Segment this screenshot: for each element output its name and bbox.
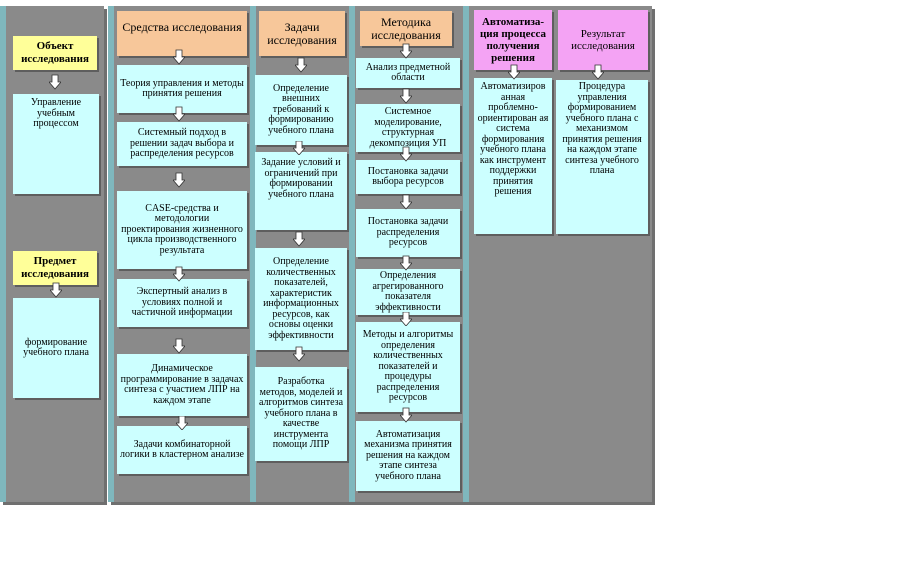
- tasks-item: Определение количественных показателей, …: [255, 248, 347, 350]
- object-header: Объект исследования: [13, 36, 97, 70]
- method-item: Анализ предметной области: [356, 58, 460, 88]
- tools-header: Средства исследования: [117, 11, 247, 56]
- method-item: Постановка задачи выбора ресурсов: [356, 160, 460, 194]
- result-box: Процедура управления формированием учебн…: [556, 80, 648, 234]
- tasks-header: Задачи исследования: [259, 11, 345, 56]
- subject-box: формирование учебного плана: [13, 298, 99, 398]
- automation-box: Автоматизиров анная проблемно-ориентиров…: [474, 78, 552, 234]
- tools-item: Динамическое программирование в задачах …: [117, 354, 247, 416]
- tasks-item: Определение внешних требований к формиро…: [255, 75, 347, 145]
- method-item: Системное моделирование, структурная дек…: [356, 104, 460, 152]
- method-header: Методика исследования: [360, 11, 452, 46]
- tools-item: Задачи комбинаторной логики в кластерном…: [117, 426, 247, 474]
- tools-item: CASE-средства и методологии проектирован…: [117, 191, 247, 269]
- subject-header: Предмет исследования: [13, 251, 97, 285]
- tools-item: Теория управления и методы принятия реше…: [117, 65, 247, 113]
- object-box: Управление учебным процессом: [13, 94, 99, 194]
- method-item: Методы и алгоритмы определения количеств…: [356, 322, 460, 412]
- method-item: Автоматизация механизма принятия решения…: [356, 421, 460, 491]
- tools-item: Экспертный анализ в условиях полной и ча…: [117, 279, 247, 327]
- method-item: Постановка задачи распределения ресурсов: [356, 209, 460, 257]
- tasks-item: Задание условий и ограничений при формир…: [255, 152, 347, 230]
- method-item: Определения агрегированного показателя э…: [356, 269, 460, 315]
- tasks-item: Разработка методов, моделей и алгоритмов…: [255, 367, 347, 461]
- result-header: Результат исследования: [558, 10, 648, 70]
- tools-item: Системный подход в решении задач выбора …: [117, 122, 247, 166]
- automation-header: Автоматиза-ция процесса получения решени…: [474, 10, 552, 70]
